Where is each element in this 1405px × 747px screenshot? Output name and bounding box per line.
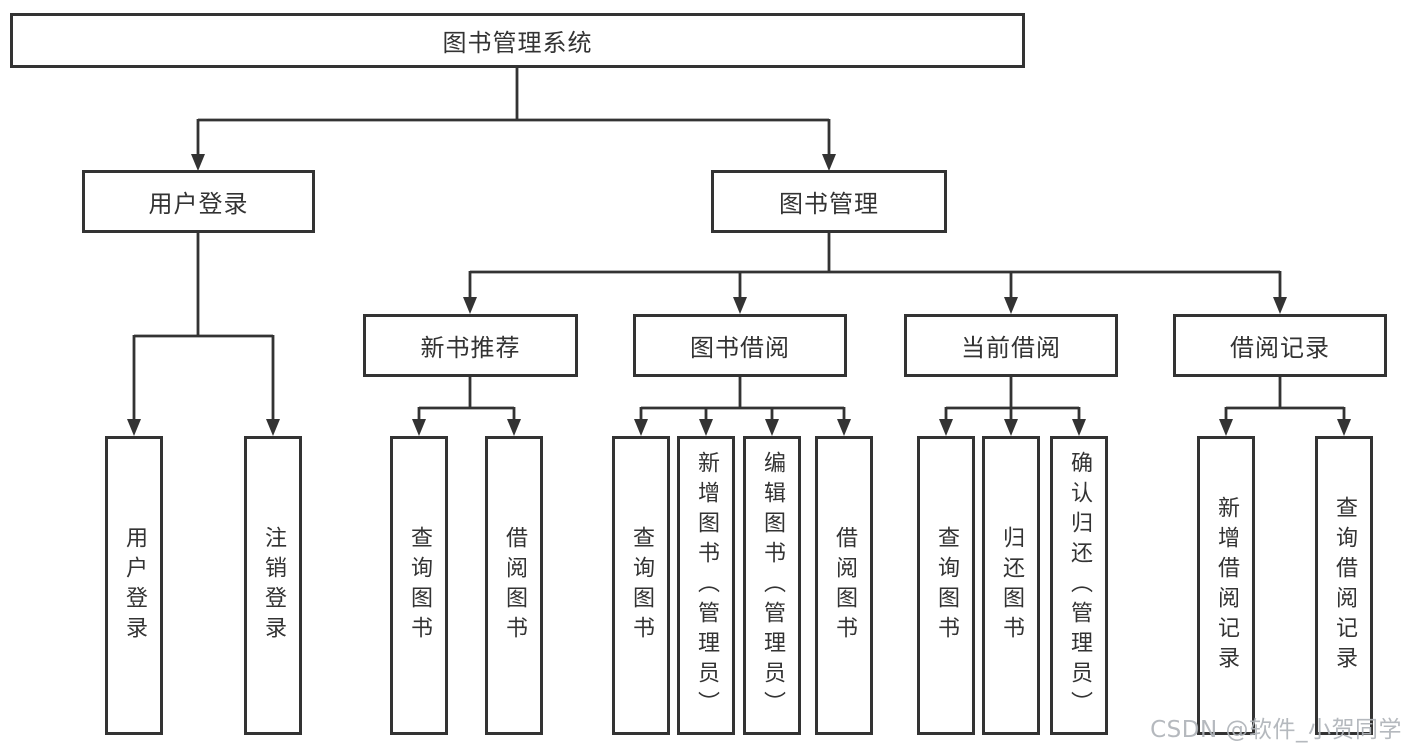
node-borrow-records: 借阅记录 <box>1173 314 1387 377</box>
node-book-borrow: 图书借阅 <box>633 314 847 377</box>
node-new-book-recommend: 新书推荐 <box>363 314 578 377</box>
leaf-label: 新增图书（管理员） <box>694 450 719 721</box>
leaf-label: 归还图书 <box>999 525 1024 646</box>
leaf-label: 借阅图书 <box>832 525 857 646</box>
connector-new-book-rec-to-leaves <box>412 377 521 436</box>
node-current-borrow: 当前借阅 <box>904 314 1118 377</box>
leaf-query-books-borrow: 查询图书 <box>612 436 670 735</box>
leaf-add-books-admin: 新增图书（管理员） <box>677 436 735 735</box>
leaf-borrow-books-recommend: 借阅图书 <box>485 436 543 735</box>
node-root-library-system: 图书管理系统 <box>10 13 1025 68</box>
leaf-label: 借阅图书 <box>502 525 527 646</box>
leaf-user-login: 用户登录 <box>105 436 163 735</box>
node-label: 用户登录 <box>148 190 249 218</box>
leaf-label: 查询图书 <box>407 525 432 646</box>
node-book-management: 图书管理 <box>711 170 947 233</box>
node-label: 借阅记录 <box>1230 334 1330 362</box>
leaf-borrow-books: 借阅图书 <box>815 436 873 735</box>
node-label: 图书管理 <box>779 190 879 218</box>
leaf-label: 确认归还（管理员） <box>1067 450 1092 721</box>
leaf-label: 注销登录 <box>261 525 286 646</box>
leaf-query-books-recommend: 查询图书 <box>390 436 448 735</box>
node-label: 新书推荐 <box>420 334 521 362</box>
leaf-query-borrow-record: 查询借阅记录 <box>1315 436 1373 735</box>
leaf-add-borrow-record: 新增借阅记录 <box>1197 436 1255 735</box>
leaf-label: 查询图书 <box>629 525 654 646</box>
leaf-logout: 注销登录 <box>244 436 302 735</box>
connector-user-login-to-leaves <box>127 233 280 436</box>
leaf-return-books: 归还图书 <box>982 436 1040 735</box>
connector-book-mgmt-to-level3 <box>463 233 1287 314</box>
node-label: 图书借阅 <box>690 334 790 362</box>
leaf-label: 编辑图书（管理员） <box>760 450 785 721</box>
connector-current-borrow-to-leaves <box>939 377 1086 436</box>
connector-book-borrow-to-leaves <box>634 377 851 436</box>
node-label: 图书管理系统 <box>442 29 593 57</box>
leaf-label: 查询借阅记录 <box>1332 495 1357 676</box>
node-label: 当前借阅 <box>961 334 1061 362</box>
connector-root-to-level2 <box>191 67 836 171</box>
leaf-label: 新增借阅记录 <box>1214 495 1239 676</box>
node-user-login: 用户登录 <box>82 170 315 233</box>
leaf-edit-books-admin: 编辑图书（管理员） <box>743 436 801 735</box>
leaf-label: 用户登录 <box>122 525 147 646</box>
leaf-confirm-return-admin: 确认归还（管理员） <box>1050 436 1108 735</box>
leaf-label: 查询图书 <box>934 525 959 646</box>
leaf-query-books-current: 查询图书 <box>917 436 975 735</box>
csdn-watermark: CSDN @软件_小贺同学 <box>1150 717 1402 743</box>
connector-borrow-records-to-leaves <box>1219 377 1351 436</box>
